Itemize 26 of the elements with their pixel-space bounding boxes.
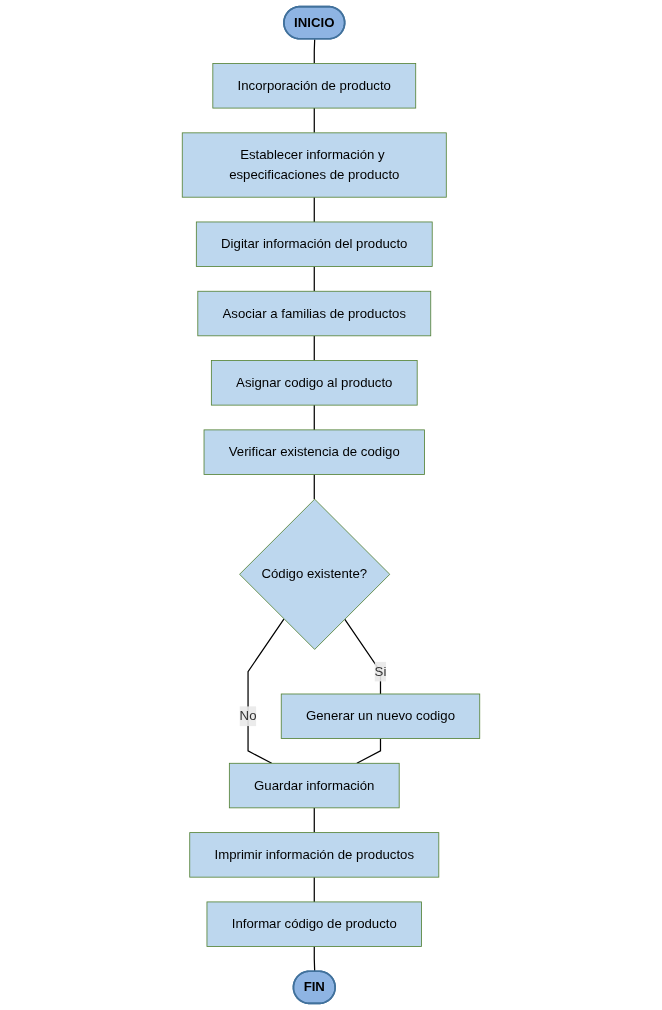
connector	[313, 404, 315, 431]
edge-label: Si	[374, 664, 387, 679]
node-box: Establecer información y especificaciones de producto	[181, 132, 447, 198]
node-box: Incorporación de producto	[212, 63, 417, 109]
node-box: Generar un nuevo codigo	[280, 693, 481, 739]
connector	[313, 473, 315, 500]
connector	[313, 265, 315, 292]
connector	[247, 618, 285, 764]
connector	[313, 38, 316, 65]
node-box: Asignar codigo al producto	[210, 360, 418, 406]
connector	[313, 107, 315, 134]
connector	[344, 618, 382, 695]
connector	[356, 737, 382, 764]
connector	[313, 876, 315, 903]
node-box: Asociar a familias de productos	[197, 290, 432, 337]
node-box: Imprimir información de productos	[189, 832, 440, 878]
connector	[313, 807, 315, 834]
edge-label: No	[239, 708, 257, 723]
node-box: Digitar información del producto	[195, 221, 433, 267]
node-diamond: Código existente?	[239, 498, 391, 650]
node-box: Verificar existencia de codigo	[203, 429, 425, 475]
connector	[313, 335, 315, 362]
connector	[313, 196, 315, 223]
node-box: Guardar información	[228, 762, 400, 809]
connector	[313, 945, 316, 973]
node-box: Informar código de producto	[206, 901, 422, 947]
